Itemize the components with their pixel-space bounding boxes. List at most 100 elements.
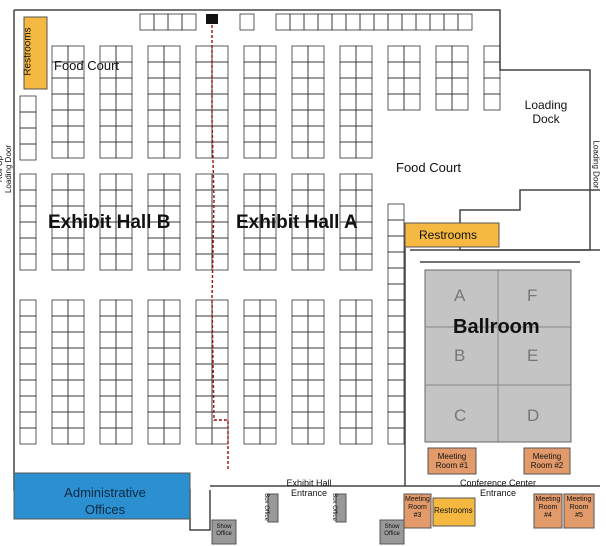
booth[interactable] — [99, 253, 117, 271]
booth[interactable] — [139, 13, 155, 31]
booth[interactable] — [291, 253, 309, 271]
booth[interactable] — [307, 93, 325, 111]
booth[interactable] — [67, 253, 85, 271]
booth[interactable] — [259, 331, 277, 349]
booth[interactable] — [211, 77, 229, 95]
booth[interactable] — [115, 411, 133, 429]
booth[interactable] — [339, 427, 357, 445]
booth[interactable] — [115, 125, 133, 143]
booth[interactable] — [355, 61, 373, 79]
booth[interactable] — [19, 143, 37, 161]
booth[interactable] — [387, 61, 405, 79]
booth[interactable] — [259, 395, 277, 413]
booth[interactable] — [387, 235, 405, 253]
booth[interactable] — [339, 189, 357, 207]
booth[interactable] — [355, 109, 373, 127]
booth[interactable] — [373, 13, 389, 31]
booth[interactable] — [307, 363, 325, 381]
booth[interactable] — [211, 61, 229, 79]
booth[interactable] — [211, 315, 229, 333]
booth[interactable] — [457, 13, 473, 31]
booth[interactable] — [403, 93, 421, 111]
booth[interactable] — [67, 189, 85, 207]
meeting-room-4-block[interactable] — [533, 493, 563, 529]
booth[interactable] — [147, 395, 165, 413]
booth[interactable] — [387, 427, 405, 445]
booth[interactable] — [195, 45, 213, 63]
booth[interactable] — [307, 109, 325, 127]
booth[interactable] — [243, 331, 261, 349]
meeting-room-3-block[interactable] — [403, 493, 432, 529]
booth[interactable] — [19, 411, 37, 429]
booth[interactable] — [307, 45, 325, 63]
booth[interactable] — [259, 253, 277, 271]
booth[interactable] — [387, 93, 405, 111]
booth[interactable] — [147, 109, 165, 127]
booth[interactable] — [67, 77, 85, 95]
booth[interactable] — [451, 61, 469, 79]
booth[interactable] — [355, 189, 373, 207]
booth[interactable] — [99, 379, 117, 397]
booth[interactable] — [483, 77, 501, 95]
booth[interactable] — [147, 347, 165, 365]
booth[interactable] — [51, 331, 69, 349]
booth[interactable] — [259, 141, 277, 159]
booth[interactable] — [195, 173, 213, 191]
booth[interactable] — [195, 221, 213, 239]
booth[interactable] — [99, 77, 117, 95]
booth[interactable] — [307, 237, 325, 255]
booth[interactable] — [195, 395, 213, 413]
booth[interactable] — [387, 347, 405, 365]
booth[interactable] — [147, 77, 165, 95]
box-office-right-block[interactable] — [335, 493, 347, 523]
booth[interactable] — [163, 427, 181, 445]
booth[interactable] — [259, 173, 277, 191]
booth[interactable] — [195, 411, 213, 429]
booth[interactable] — [259, 93, 277, 111]
booth[interactable] — [355, 395, 373, 413]
booth[interactable] — [291, 61, 309, 79]
booth[interactable] — [339, 77, 357, 95]
booth[interactable] — [291, 237, 309, 255]
booth[interactable] — [147, 189, 165, 207]
booth[interactable] — [67, 125, 85, 143]
booth[interactable] — [115, 189, 133, 207]
booth[interactable] — [259, 109, 277, 127]
booth[interactable] — [435, 93, 453, 111]
booth[interactable] — [19, 127, 37, 145]
booth[interactable] — [483, 61, 501, 79]
booth[interactable] — [339, 411, 357, 429]
booth[interactable] — [307, 427, 325, 445]
booth[interactable] — [451, 93, 469, 111]
booth[interactable] — [355, 173, 373, 191]
booth[interactable] — [19, 111, 37, 129]
booth[interactable] — [243, 379, 261, 397]
booth[interactable] — [307, 253, 325, 271]
booth[interactable] — [195, 363, 213, 381]
booth[interactable] — [355, 237, 373, 255]
booth[interactable] — [339, 315, 357, 333]
booth[interactable] — [355, 363, 373, 381]
booth[interactable] — [99, 395, 117, 413]
booth[interactable] — [99, 93, 117, 111]
booth[interactable] — [51, 93, 69, 111]
booth[interactable] — [403, 77, 421, 95]
booth[interactable] — [387, 45, 405, 63]
booth[interactable] — [355, 221, 373, 239]
booth[interactable] — [195, 109, 213, 127]
booth[interactable] — [339, 125, 357, 143]
booth[interactable] — [163, 189, 181, 207]
booth[interactable] — [211, 221, 229, 239]
booth[interactable] — [67, 315, 85, 333]
booth[interactable] — [289, 13, 305, 31]
booth[interactable] — [303, 13, 319, 31]
booth[interactable] — [259, 125, 277, 143]
booth[interactable] — [359, 13, 375, 31]
restrooms-left-block[interactable] — [23, 16, 48, 90]
booth[interactable] — [163, 299, 181, 317]
booth[interactable] — [51, 411, 69, 429]
booth[interactable] — [243, 411, 261, 429]
booth[interactable] — [115, 93, 133, 111]
booth[interactable] — [259, 427, 277, 445]
booth[interactable] — [355, 347, 373, 365]
